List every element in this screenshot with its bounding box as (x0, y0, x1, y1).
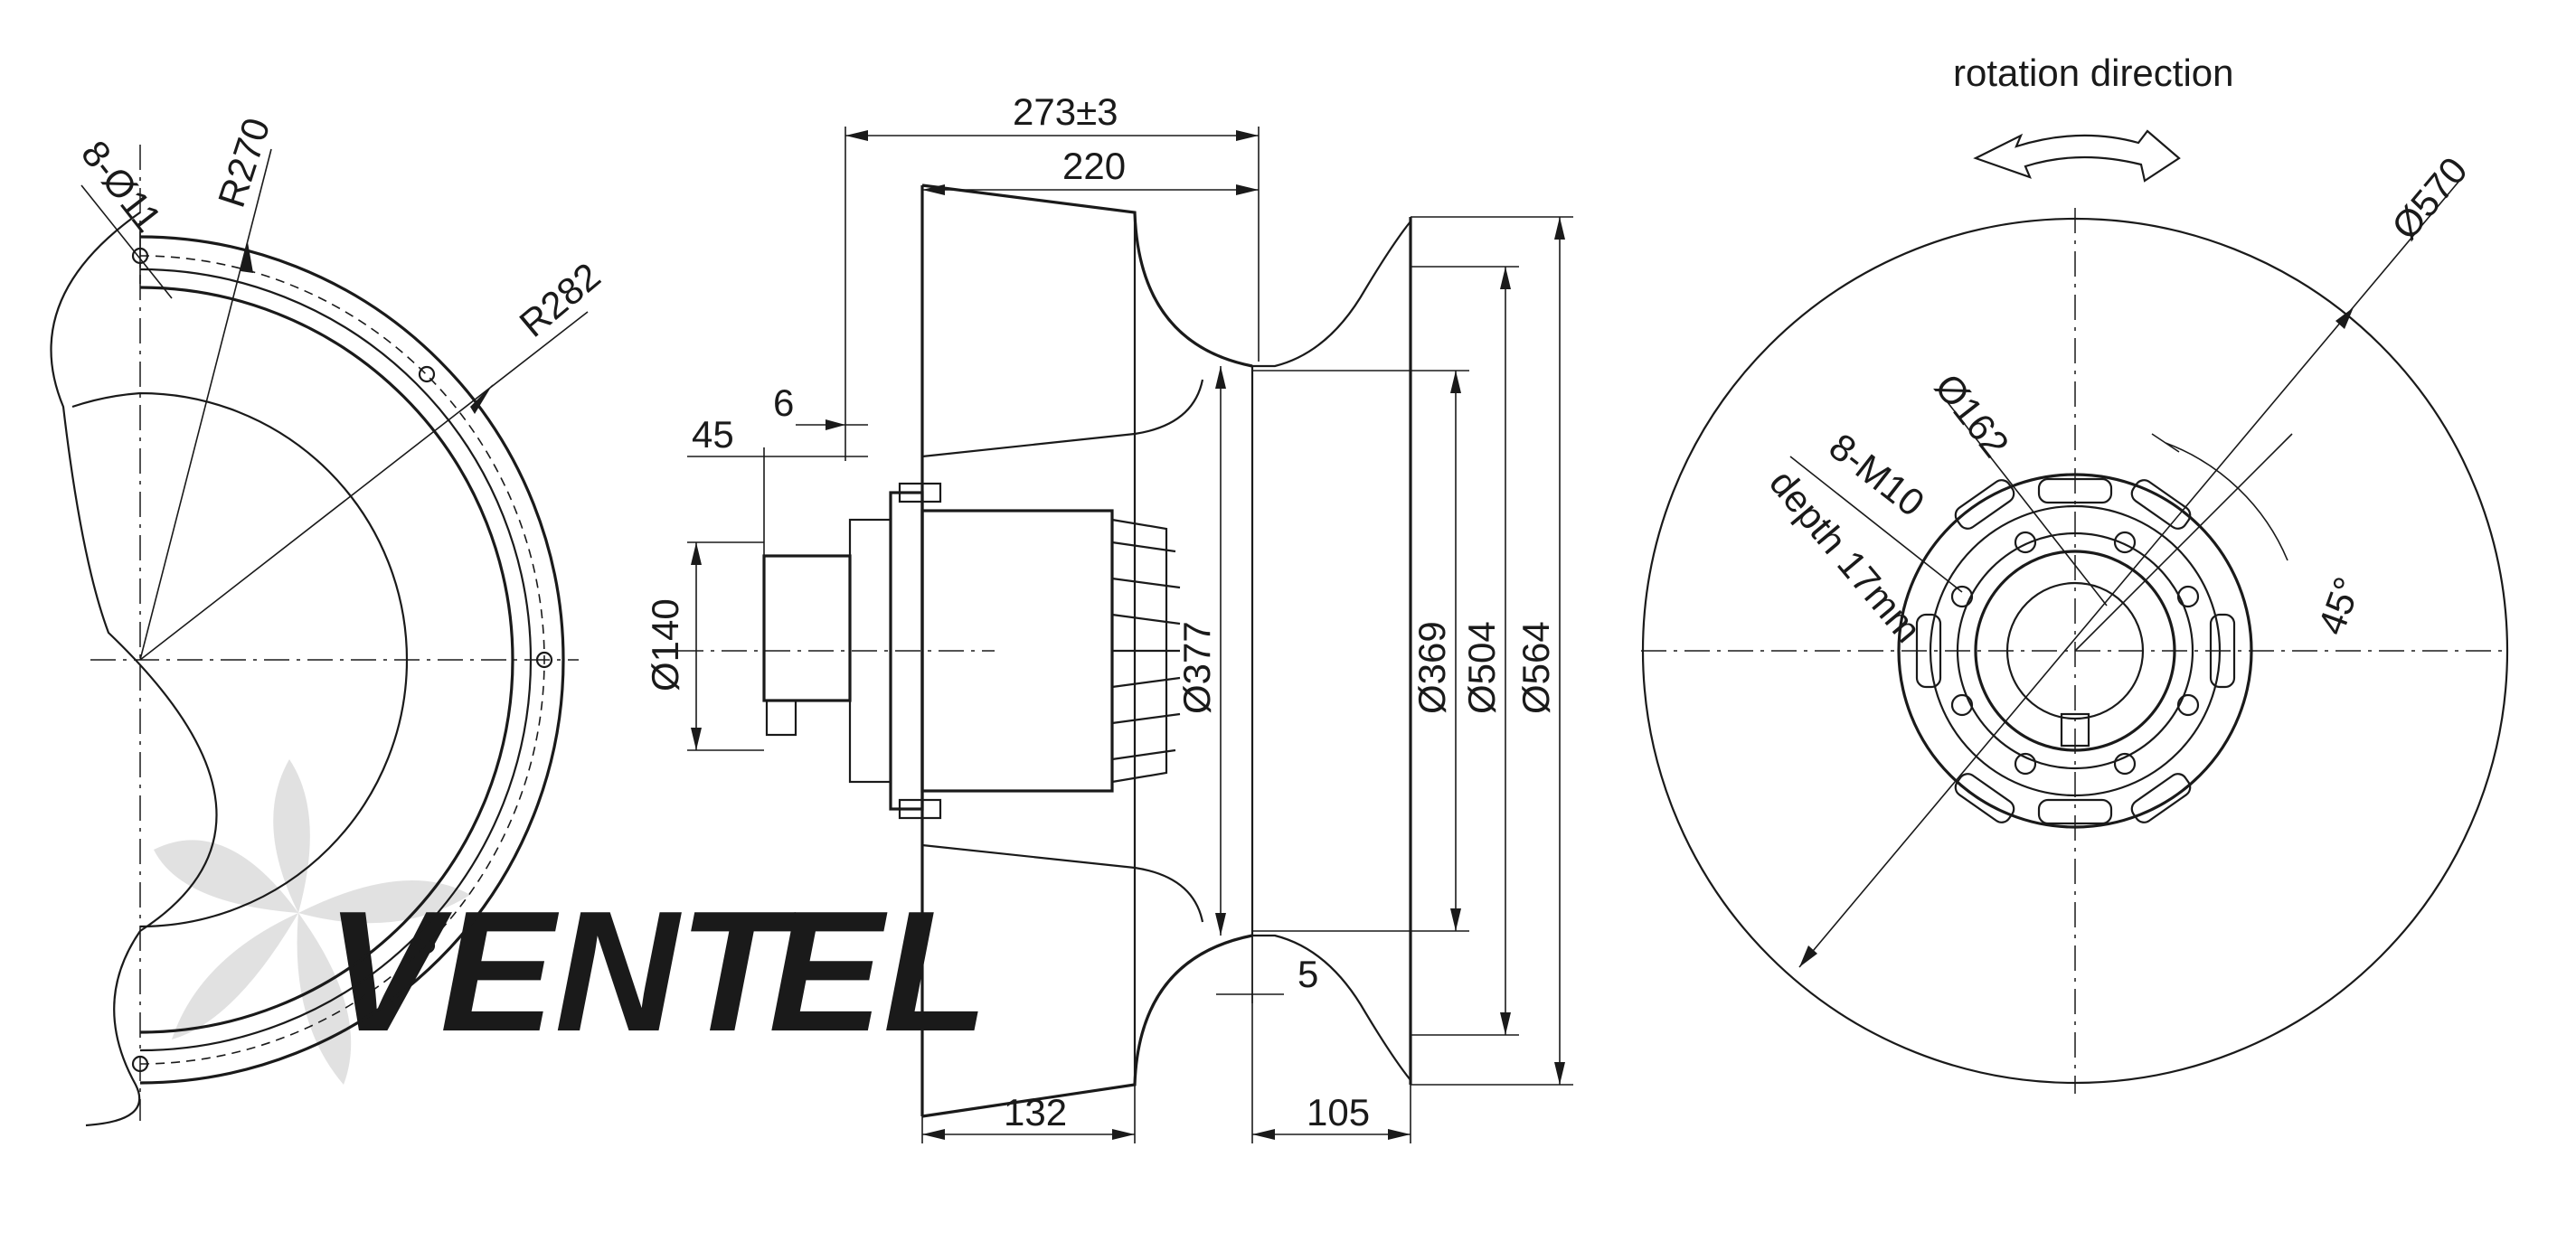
dim-220-label: 220 (1062, 145, 1126, 187)
dim-273-label: 273±3 (1013, 90, 1118, 133)
section-cut-outline (50, 212, 218, 1127)
inlet-cone-bottom (1252, 934, 1411, 1081)
side-view: 273±3 220 6 45 Ø140 Ø377 Ø369 (644, 90, 1573, 1143)
bolt-hole (418, 365, 436, 383)
electronics-box (762, 554, 852, 702)
motor-fins (1111, 541, 1181, 761)
motor-flange (848, 518, 892, 784)
dim-r282-label: R282 (512, 254, 609, 345)
dim-369-label: Ø369 (1411, 621, 1453, 714)
mount-bolt-top (898, 482, 942, 503)
leader-162 (1943, 397, 2108, 607)
leader-570 (1798, 180, 2460, 968)
angle-arc (2165, 442, 2288, 561)
shaft-ring (2005, 581, 2145, 720)
cable-gland-front-icon (2060, 712, 2090, 748)
dim-564-label: Ø564 (1514, 621, 1557, 714)
inner-blade-arc (71, 391, 409, 928)
fan-blades-watermark-icon (154, 759, 470, 1085)
inlet-ring-arc (139, 286, 514, 1034)
dim-140-label: Ø140 (644, 598, 686, 691)
angle-label: 45° (2309, 571, 2369, 640)
dim-5-label: 5 (1297, 953, 1318, 995)
thread-spec-label: 8-M10 (1821, 425, 1932, 524)
rotation-direction-label: rotation direction (1953, 52, 2234, 94)
bolt-hole (418, 936, 436, 955)
dim-570-label: Ø570 (2383, 149, 2476, 248)
leader-r270 (139, 148, 272, 661)
dim-504-label: Ø504 (1460, 621, 1503, 714)
dim-6-label: 6 (773, 381, 794, 424)
angle-line (2074, 433, 2293, 652)
dim-132-label: 132 (1004, 1091, 1067, 1133)
impeller-backplate-top (921, 183, 1253, 368)
dim-377-label: Ø377 (1175, 621, 1218, 714)
dim-162-label: Ø162 (1927, 366, 2017, 466)
flange-inner-arc (139, 268, 533, 1052)
logo-text-el: EL (769, 876, 988, 1068)
bolt-hole (535, 651, 553, 669)
inlet-cone-top (1252, 221, 1411, 368)
impeller-backplate-bottom (921, 934, 1253, 1118)
threaded-holes (1950, 531, 2200, 776)
hub-slots (1915, 477, 2236, 825)
cable-gland-icon (765, 699, 797, 737)
dim-holes-label: 8-Ø11 (73, 133, 170, 240)
hub-ring-3 (1956, 531, 2194, 770)
motor-housing-ring (1974, 550, 2176, 752)
leader-r282 (139, 311, 589, 661)
leader-m10 (1789, 456, 1963, 593)
impeller-outer-circle (1641, 217, 2509, 1085)
ventel-watermark: VENT EL (154, 759, 988, 1085)
bolt-hole (131, 1055, 149, 1073)
rotation-arrow-icon (1973, 129, 2181, 183)
flange-outer-arc (139, 235, 565, 1085)
dim-45-label: 45 (692, 413, 734, 456)
leader-holes (80, 184, 173, 299)
front-view: rotation direction Ø570 (1641, 52, 2509, 1094)
hub-outer-ring (1897, 473, 2253, 829)
logo-text-vent: VENT (326, 876, 797, 1068)
mount-bolt-bottom (898, 798, 942, 820)
dim-105-label: 105 (1307, 1091, 1370, 1133)
bolt-circle-arc (139, 255, 545, 1065)
hub-ring-2 (1929, 504, 2222, 797)
